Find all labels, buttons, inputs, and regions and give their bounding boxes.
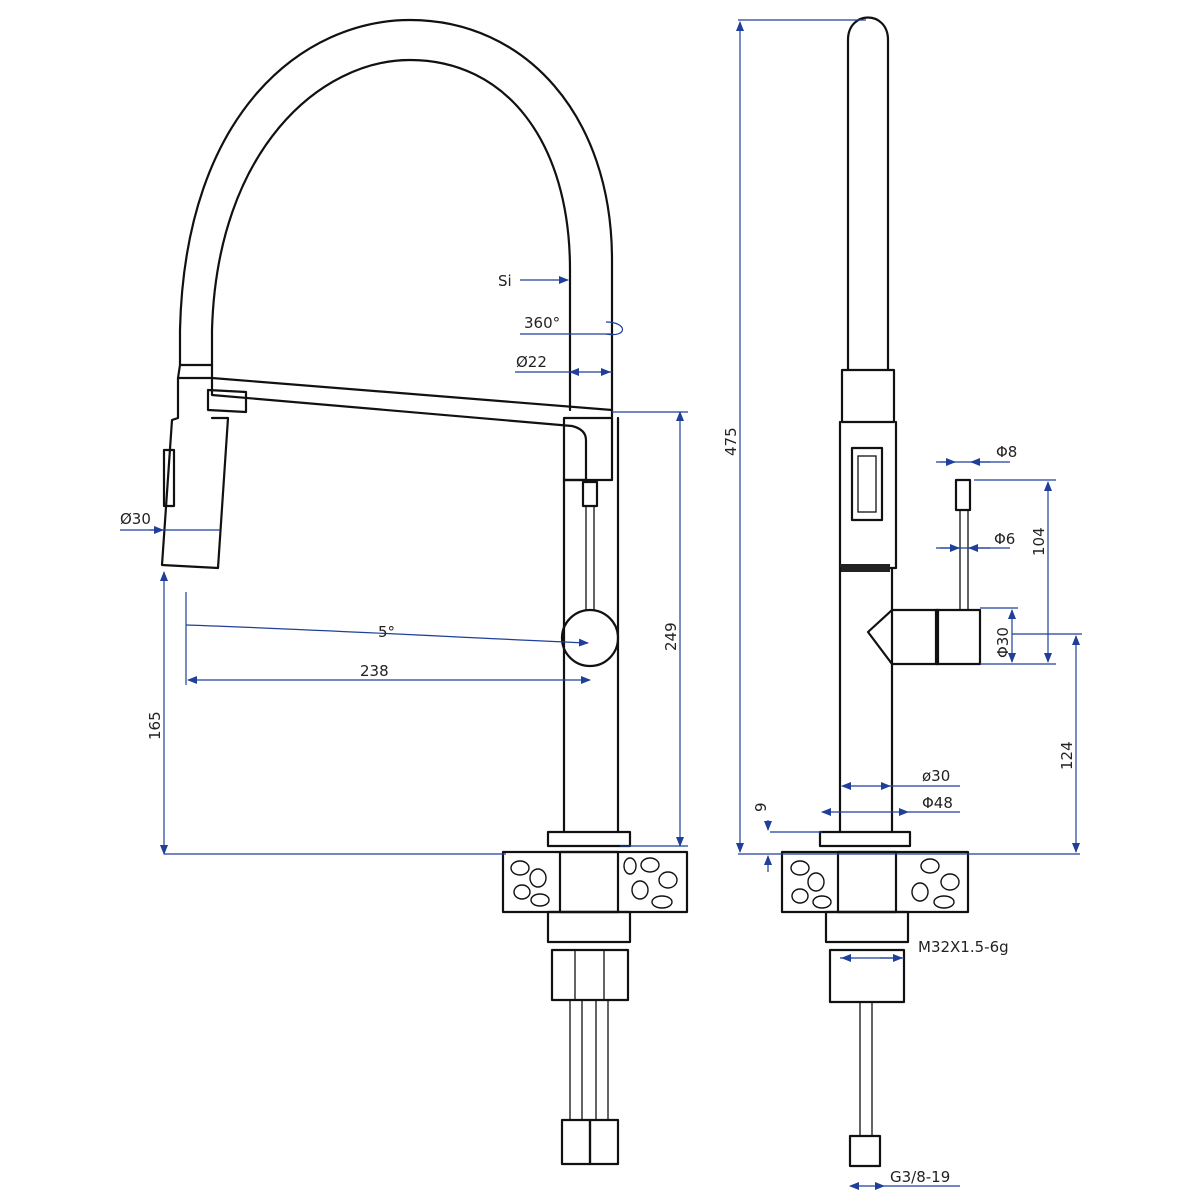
label-thread: M32X1.5-6g xyxy=(918,938,1009,956)
front-mount-nut xyxy=(546,910,632,944)
label-lever-hub: Φ30 xyxy=(994,627,1012,658)
rotation-arrow-icon xyxy=(605,321,624,336)
label-reach: 238 xyxy=(360,662,389,680)
front-base xyxy=(546,830,632,848)
spray-button xyxy=(162,448,176,508)
label-lever-height: 104 xyxy=(1030,527,1048,556)
label-spout-height: 249 xyxy=(662,622,680,651)
front-fitting-a xyxy=(560,1118,592,1166)
side-base xyxy=(818,830,912,848)
lever-cap xyxy=(581,480,599,508)
side-spray-body xyxy=(838,420,898,570)
swing-arm xyxy=(210,376,614,482)
side-lever-hub xyxy=(866,608,940,666)
side-spray-band xyxy=(840,564,890,572)
side-view: 475 Φ8 Φ6 104 Φ30 124 ø30 Φ48 9 M32X1.5- xyxy=(722,16,1082,1190)
label-base-diameter: Φ48 xyxy=(922,794,953,812)
front-view: Si 360° Ø22 Ø30 5° 238 249 165 xyxy=(120,18,689,1166)
side-spray-button-inner xyxy=(857,455,877,513)
label-total-height: 475 xyxy=(722,427,740,456)
side-countertop xyxy=(780,850,970,914)
side-spray-collar xyxy=(840,368,896,424)
label-lever-base-height: 124 xyxy=(1058,741,1076,770)
lever-hub xyxy=(560,608,620,668)
side-mount-nut xyxy=(824,910,910,944)
side-hose xyxy=(846,16,890,372)
spout-neck xyxy=(562,416,614,482)
label-hose-diameter: Ø22 xyxy=(516,353,547,371)
side-supply-hose xyxy=(859,1001,873,1137)
side-spray-button xyxy=(850,446,884,522)
front-hose-outer xyxy=(178,18,614,412)
label-si: Si xyxy=(498,272,512,290)
front-mount-ring xyxy=(550,948,630,1002)
label-spray-diameter: Ø30 xyxy=(120,510,151,528)
spray-head-body xyxy=(160,376,230,570)
side-lever-body xyxy=(934,608,982,666)
front-fitting-b xyxy=(588,1118,620,1166)
front-hose-a xyxy=(569,999,583,1121)
side-fitting xyxy=(848,1134,882,1168)
front-hose-inner xyxy=(210,58,572,412)
label-rotation: 360° xyxy=(524,314,560,332)
front-countertop xyxy=(501,850,689,914)
label-body-diameter: ø30 xyxy=(922,767,950,785)
label-base-height: 9 xyxy=(752,802,770,812)
dim-tilt-arc xyxy=(185,624,589,647)
spray-clip xyxy=(206,388,248,414)
label-lever-stem: Φ6 xyxy=(994,530,1015,548)
label-connection: G3/8-19 xyxy=(890,1168,950,1186)
label-tilt: 5° xyxy=(378,623,395,641)
label-spray-height: 165 xyxy=(146,711,164,740)
label-lever-pin: Φ8 xyxy=(996,443,1017,461)
front-hose-b xyxy=(595,999,609,1121)
spray-head xyxy=(176,363,214,380)
side-lever-cap xyxy=(954,478,972,512)
